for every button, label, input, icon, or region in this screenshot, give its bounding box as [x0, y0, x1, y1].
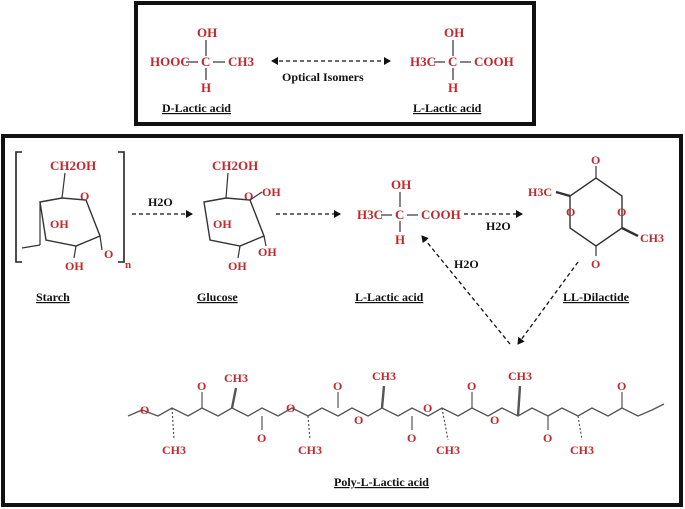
pla-o-5: O — [333, 379, 342, 393]
pla-ch3-up-1: CH3 — [224, 371, 248, 385]
dilactide-o-left: O — [566, 205, 575, 219]
starch-ring-o: O — [80, 189, 89, 203]
dilactide-o-bottom: O — [591, 257, 600, 271]
h2o-label-2: H2O — [486, 219, 511, 233]
l-lactic-bottom-left: H3C — [357, 207, 383, 222]
dilactide-label: LL-Dilactide — [563, 290, 630, 304]
pla-ch3-down-2: CH3 — [298, 443, 322, 457]
pla-ch3-up-2: CH3 — [372, 369, 396, 383]
starch-oh1: OH — [50, 217, 69, 231]
polymerization-arrows: H2O — [421, 235, 579, 345]
l-lactic-acid-top-structure: OH H3C C COOH H L-Lactic acid — [410, 25, 514, 115]
pla-o-9: O — [467, 379, 476, 393]
l-lactic-bottom-label: L-Lactic acid — [355, 290, 424, 304]
bottom-panel-frame — [1, 134, 683, 507]
starch-ch2oh: CH2OH — [50, 158, 96, 173]
pla-o-1: O — [140, 403, 149, 417]
dilactide-ch3-right: CH3 — [640, 231, 664, 245]
starch-oh2: OH — [65, 259, 84, 273]
dilactide-o-top: O — [591, 153, 600, 167]
glucose-structure: CH2OH O OH OH OH OH Glucose — [197, 158, 281, 304]
pla-ch3-down-3: CH3 — [436, 443, 460, 457]
svg-text:C: C — [395, 207, 404, 222]
starch-label: Starch — [36, 290, 70, 304]
pla-o-7: O — [423, 401, 432, 415]
pla-ch3-up-3: CH3 — [508, 369, 532, 383]
l-lactic-top-oh: OH — [444, 25, 464, 40]
glucose-ring-o: O — [244, 189, 253, 203]
pla-o-12: O — [617, 379, 626, 393]
glucose-oh3: OH — [228, 259, 247, 273]
glucose-oh2: OH — [213, 217, 232, 231]
glucose-oh1: OH — [262, 185, 281, 199]
d-lactic-oh: OH — [197, 25, 217, 40]
svg-text:C: C — [448, 54, 457, 69]
glucose-label: Glucose — [197, 290, 238, 304]
dilactide-o-right: O — [617, 205, 626, 219]
pla-o-6: O — [354, 413, 363, 427]
d-lactic-label: D-Lactic acid — [162, 101, 231, 115]
pla-ch3-down-1: CH3 — [162, 443, 186, 457]
l-lactic-top-left: H3C — [410, 54, 436, 69]
pla-o-10: O — [490, 413, 499, 427]
pla-o-11: O — [543, 431, 552, 445]
hydrolysis-arrow: H2O — [132, 195, 193, 218]
d-lactic-right: CH3 — [228, 54, 255, 69]
pla-chain-structure: O O O O O O O O O O O O CH3 CH3 CH3 CH3 … — [127, 369, 665, 489]
pla-label: Poly-L-Lactic acid — [334, 475, 429, 489]
l-lactic-top-h: H — [448, 80, 458, 95]
d-lactic-left: HOOC — [150, 54, 190, 69]
optical-isomers-arrow: Optical Isomers — [271, 57, 391, 84]
h2o-label-3: H2O — [454, 257, 479, 271]
dilactide-structure: O O O O H3C CH3 LL-Dilactide — [528, 153, 664, 304]
l-lactic-top-right: COOH — [474, 54, 514, 69]
starch-n: n — [125, 259, 131, 271]
l-lactic-bottom-h: H — [395, 232, 405, 247]
glucose-ch2oh: CH2OH — [212, 158, 258, 173]
d-lactic-h: H — [201, 80, 211, 95]
starch-o-link: O — [104, 247, 113, 261]
svg-text:C: C — [201, 54, 210, 69]
top-panel-frame — [134, 1, 536, 126]
pla-o-2: O — [197, 379, 206, 393]
optical-isomers-label: Optical Isomers — [282, 70, 364, 84]
d-lactic-acid-structure: OH HOOC C CH3 H D-Lactic acid — [150, 25, 255, 115]
h2o-label-1: H2O — [148, 195, 173, 209]
l-lactic-bottom-oh: OH — [391, 177, 411, 192]
dilactide-ch3-left: H3C — [528, 185, 552, 199]
starch-structure: n CH2OH O OH OH O Starch — [15, 151, 131, 304]
l-lactic-bottom-right: COOH — [421, 207, 461, 222]
glucose-oh4: OH — [258, 245, 277, 259]
pla-ch3-down-4: CH3 — [570, 443, 594, 457]
pla-o-8: O — [407, 431, 416, 445]
condensation-arrow: H2O — [464, 210, 523, 233]
l-lactic-top-label: L-Lactic acid — [413, 101, 482, 115]
pla-o-4: O — [257, 431, 266, 445]
pla-o-3: O — [286, 401, 295, 415]
l-lactic-acid-bottom-structure: OH H3C C COOH H L-Lactic acid — [355, 177, 461, 304]
